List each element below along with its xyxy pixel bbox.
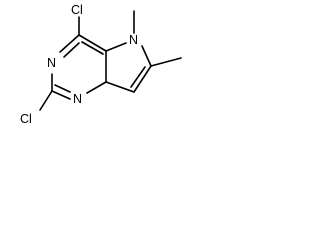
atom-labels: Cl N N N Cl bbox=[20, 3, 138, 126]
bond-n3-c4 bbox=[59, 34, 80, 53]
bond-n5-c6 bbox=[141, 45, 152, 67]
atom-n3: N bbox=[47, 56, 56, 70]
bond-c4-c4a-double bbox=[81, 41, 104, 55]
bond-c6-c7 bbox=[133, 65, 152, 93]
bond-c6-methyl bbox=[150, 57, 182, 67]
bond-c6-c7-double bbox=[130, 66, 146, 88]
bond-n3-c4-double bbox=[63, 42, 80, 58]
chemical-structure: Cl N N N Cl bbox=[20, 3, 182, 126]
atom-n1: N bbox=[73, 92, 82, 106]
atom-cl-top: Cl bbox=[71, 3, 83, 17]
bond-c7-c7a bbox=[105, 81, 135, 93]
bonds bbox=[39, 10, 182, 111]
bond-n1-c2 bbox=[51, 90, 71, 100]
atom-cl-left: Cl bbox=[20, 112, 32, 126]
bond-n1-c2-double bbox=[54, 84, 71, 93]
bond-c7a-n1 bbox=[86, 81, 107, 94]
bond-c2-cl bbox=[39, 90, 53, 111]
atom-n5: N bbox=[129, 33, 138, 47]
bond-c4-c4a bbox=[78, 34, 107, 52]
bond-c4a-n5 bbox=[105, 42, 127, 52]
